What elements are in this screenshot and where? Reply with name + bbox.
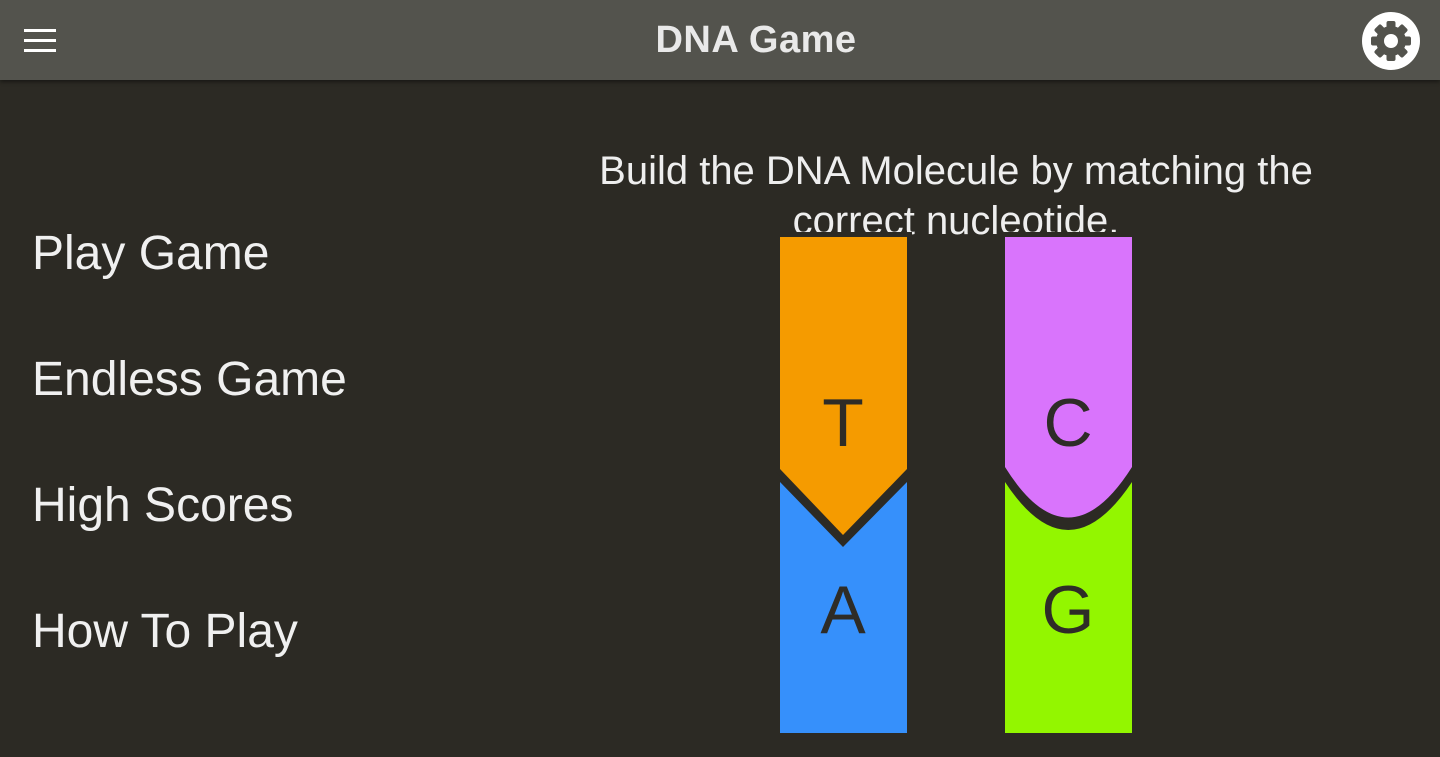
nucleotide-letter-c: C [1043, 385, 1092, 461]
menu-line [24, 28, 56, 32]
nucleotide-letter-a: A [820, 572, 866, 648]
nucleotide-pair-cg: C G [1000, 232, 1137, 733]
endless-game-button[interactable]: Endless Game [32, 352, 347, 406]
app-title-wrap: DNA Game [0, 0, 1440, 80]
app-bar: DNA Game [0, 0, 1440, 80]
nucleotide-block-g[interactable] [1005, 482, 1132, 733]
play-game-button[interactable]: Play Game [32, 226, 270, 280]
nucleotide-letter-g: G [1042, 572, 1095, 648]
menu-line [24, 48, 56, 52]
gear-icon-graphic [1362, 12, 1420, 70]
gear-icon[interactable] [1362, 12, 1420, 70]
app-title: DNA Game [655, 19, 857, 61]
nucleotide-block-c-fill [1005, 237, 1132, 518]
how-to-play-button[interactable]: How To Play [32, 604, 298, 658]
main-menu: Play Game Endless Game High Scores How T… [32, 190, 452, 694]
high-scores-button[interactable]: High Scores [32, 478, 294, 532]
nucleotide-block-a[interactable] [780, 482, 907, 733]
hamburger-menu-icon[interactable] [14, 18, 66, 62]
menu-line [24, 38, 56, 42]
nucleotide-pair-ta: T A [775, 232, 912, 733]
nucleotide-block-t-fill [780, 237, 907, 535]
nucleotide-letter-t: T [822, 385, 864, 461]
